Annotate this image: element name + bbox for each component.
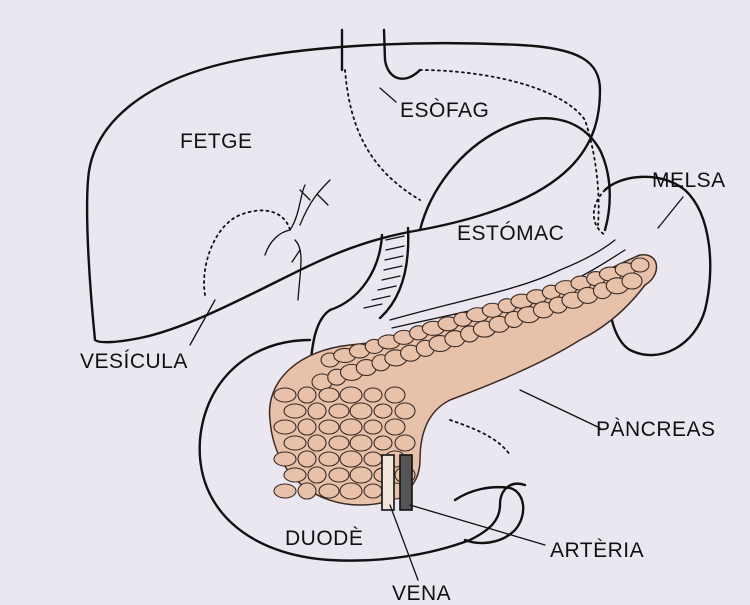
pancreas-lobule <box>350 403 372 419</box>
pancreas-lobule <box>308 403 326 419</box>
pancreas-lobule <box>631 258 649 272</box>
label-melsa: MELSA <box>652 169 726 192</box>
pancreas-lobule <box>274 484 296 498</box>
arteria-vessel <box>400 455 412 510</box>
pancreas-lobule <box>395 403 415 419</box>
duodenum-tail <box>455 487 523 543</box>
pancreas-lobule <box>385 419 405 435</box>
pancreas-lobule <box>340 387 362 403</box>
pancreas-lobule <box>308 435 326 451</box>
pancreas-lobule <box>298 483 316 499</box>
pancreas-lobule <box>340 419 362 435</box>
duodenum-hidden-edge <box>450 420 510 455</box>
vena-vessel <box>382 455 394 510</box>
pancreas-lobule <box>364 484 382 498</box>
label-vesicula: VESÍCULA <box>80 350 188 373</box>
pancreas-lobule <box>364 388 382 402</box>
pancreas-lobule <box>374 404 392 418</box>
pancreas-lobule <box>284 404 306 418</box>
pancreas-lobule <box>319 420 339 434</box>
pancreas-lobule <box>329 468 349 482</box>
label-fetge: FETGE <box>180 130 253 153</box>
pancreas-lobule <box>308 467 326 483</box>
label-duode: DUODÈ <box>285 527 363 550</box>
pancreas-lobule <box>298 419 316 435</box>
pancreas-lobule <box>329 404 349 418</box>
label-estomac: ESTÓMAC <box>457 222 564 245</box>
esofag-pointer <box>380 88 396 102</box>
pancreas-lobule <box>298 451 316 467</box>
pancreas-lobule <box>319 484 339 498</box>
stomach-outline <box>420 118 610 230</box>
label-vena: VENA <box>392 582 451 605</box>
vesicula-pointer <box>190 300 215 345</box>
label-pancreas: PÀNCREAS <box>596 418 716 441</box>
pancreas-lobule <box>350 467 372 483</box>
pancreas-lobule <box>319 452 339 466</box>
vena-pointer <box>390 505 418 580</box>
pancreas-lobule <box>274 420 296 434</box>
label-esofag: ESÒFAG <box>400 99 489 122</box>
pancreas-lobule <box>284 436 306 450</box>
pancreas-lobule <box>364 452 382 466</box>
label-arteria: ARTÈRIA <box>550 539 644 562</box>
pancreas-lobule <box>284 468 306 482</box>
pancreas-lobule <box>385 387 405 403</box>
melsa-pointer <box>658 197 683 228</box>
pancreas-lobule <box>374 436 392 450</box>
pancreas-lobule <box>274 388 296 402</box>
pancreas-lobule <box>329 436 349 450</box>
pancreas-lobule <box>298 387 316 403</box>
pancreas-lobule <box>340 451 362 467</box>
pancreas-pointer <box>520 390 600 428</box>
pancreas-lobule <box>319 388 339 402</box>
pancreas-lobule <box>274 452 296 466</box>
pancreas-lobule <box>622 273 642 289</box>
pancreas-lobule <box>350 435 372 451</box>
pancreas-lobule <box>364 420 382 434</box>
esophagus-outline <box>342 30 420 79</box>
pancreas-lobule <box>395 435 415 451</box>
vessel-hatching <box>364 236 404 308</box>
arteria-pointer <box>410 505 545 545</box>
pancreas-lobule <box>340 483 362 499</box>
pancreas <box>270 255 657 505</box>
